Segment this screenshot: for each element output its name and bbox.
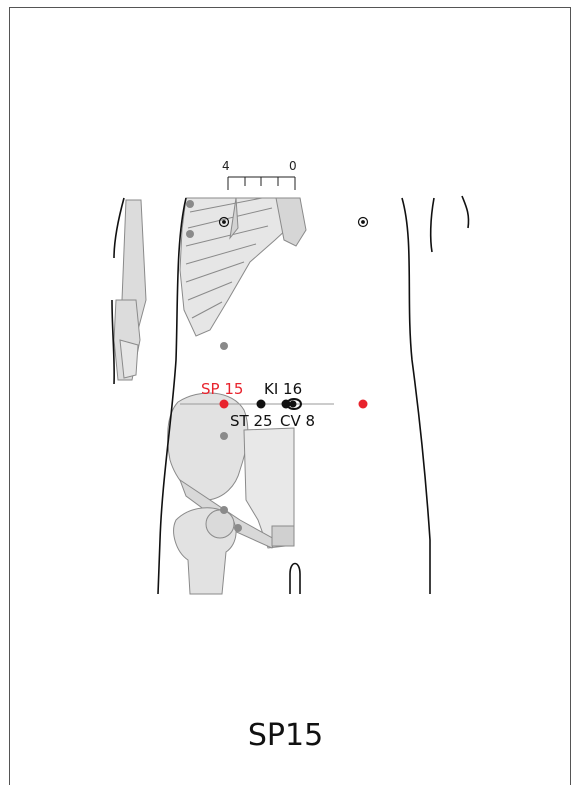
sp15-label: SP 15 [201,380,243,398]
st25-point [257,400,266,409]
st25-label: ST 25 [230,412,273,430]
rib-cage [180,198,306,336]
femur-bone [174,508,236,594]
point-caption: SP15 [0,718,571,753]
sp15-point-left [220,400,229,409]
arm-bones [114,200,146,380]
ki16-label: KI 16 [264,380,302,398]
sp15-point-right [359,400,368,409]
cv8-label: CV 8 [280,412,315,430]
scale-right-label: 0 [289,159,297,173]
scale-bar [228,177,295,190]
scale-left-label: 4 [222,159,230,173]
